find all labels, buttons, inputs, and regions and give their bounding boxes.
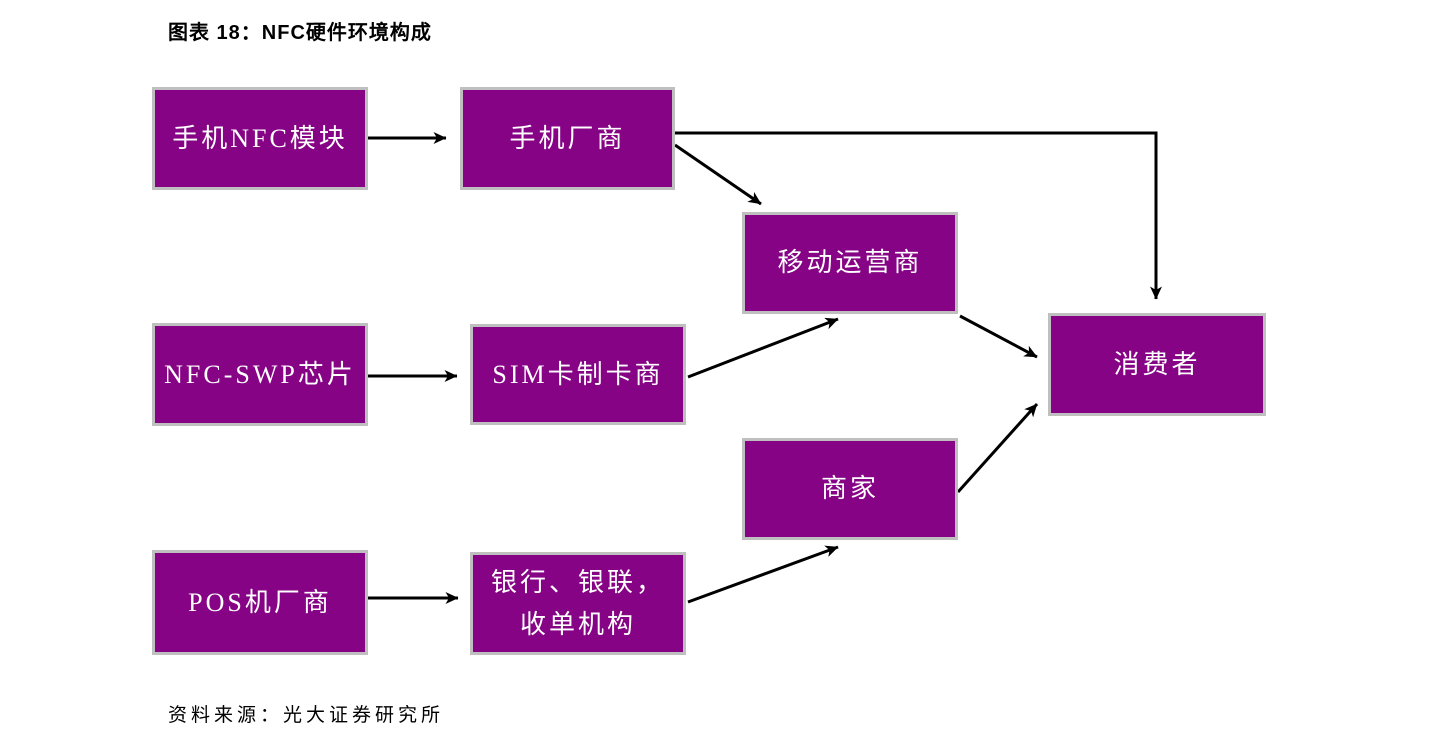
node-merchant-label: 商家 [820,474,879,504]
node-phone-manufacturer: 手机厂商 [460,87,675,190]
node-phone-nfc-module: 手机NFC模块 [152,87,368,190]
node-consumer: 消费者 [1048,313,1266,416]
arrow-mobile-operator-to-consumer [959,314,1038,359]
node-sim-card-maker-label: SIM卡制卡商 [492,359,664,389]
node-bank-unionpay-acquirer-line2: 收单机构 [519,609,636,639]
figure-title: 图表 18：NFC硬件环境构成 [168,22,432,44]
node-pos-manufacturer: POS机厂商 [152,550,368,655]
node-bank-unionpay-acquirer-line1: 银行、银联， [490,567,665,597]
arrow-bank-to-merchant [687,545,839,604]
node-phone-manufacturer-label: 手机厂商 [509,123,626,153]
arrow-sim-card-maker-to-mobile-operator [687,317,839,379]
node-nfc-swp-chip: NFC-SWP芯片 [152,323,368,426]
node-merchant: 商家 [742,438,958,540]
node-nfc-swp-chip-label: NFC-SWP芯片 [164,359,356,389]
node-mobile-operator-label: 移动运营商 [777,248,923,278]
node-bank-unionpay-acquirer: 银行、银联， 收单机构 [470,552,686,655]
node-pos-manufacturer-label: POS机厂商 [188,587,332,617]
arrow-phone-manufacturer-to-mobile-operator [674,143,762,206]
node-phone-nfc-module-label: 手机NFC模块 [172,123,348,153]
source-note: 资料来源：光大证券研究所 [168,705,445,726]
node-mobile-operator: 移动运营商 [742,212,958,314]
node-consumer-label: 消费者 [1113,349,1201,379]
arrow-merchant-to-consumer [956,402,1039,494]
arrow-phone-manufacturer-to-consumer [675,131,1162,300]
node-sim-card-maker: SIM卡制卡商 [470,324,686,425]
